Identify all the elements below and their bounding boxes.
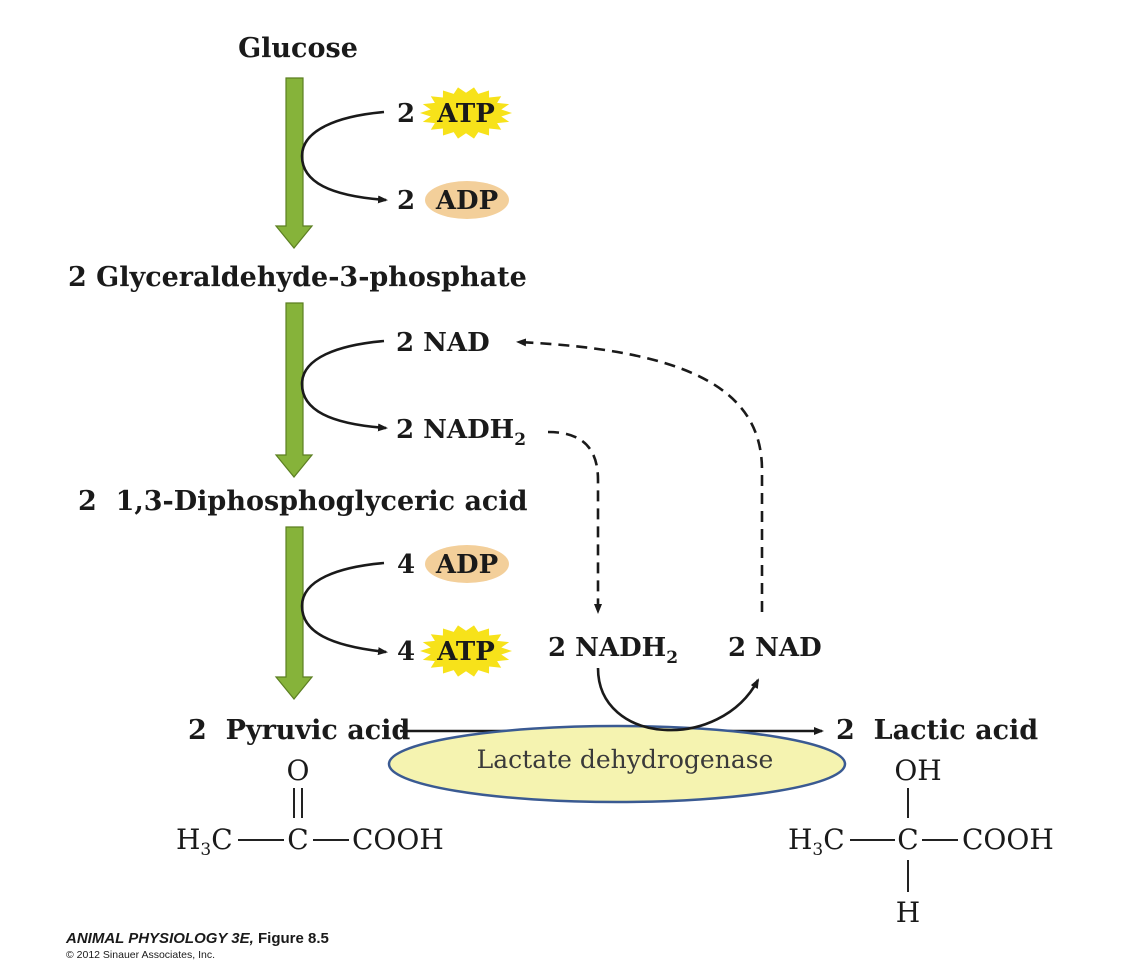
nadh-label-step2: 2 NADH2 bbox=[396, 415, 526, 450]
nad-label-step2: 2 NAD bbox=[396, 328, 490, 358]
dashed-arrow-nad bbox=[516, 338, 764, 612]
lactate-carbon: C bbox=[897, 823, 918, 856]
green-arrow-2 bbox=[274, 302, 314, 478]
atp-burst-2 bbox=[420, 625, 512, 677]
figure-credit: ANIMAL PHYSIOLOGY 3E, Figure 8.5 © 2012 … bbox=[66, 930, 329, 961]
adp-oval-2 bbox=[425, 545, 509, 583]
green-arrow-1 bbox=[274, 77, 314, 249]
lactate-dehydrogenase-ellipse bbox=[387, 724, 847, 804]
nadh-label-ldh: 2 NADH2 bbox=[548, 633, 678, 668]
lactate-structure: OH H3C C COOH H bbox=[788, 754, 1054, 929]
pyruvate-carboxyl: COOH bbox=[352, 823, 444, 856]
curved-arrow-3 bbox=[300, 561, 388, 656]
nad-label-ldh: 2 NAD bbox=[728, 633, 822, 663]
atp-label-2: ATP bbox=[436, 637, 495, 667]
curved-arrow-1 bbox=[300, 110, 388, 204]
adp-label-2: ADP bbox=[435, 550, 498, 580]
pyruvic-acid-label: 2 Pyruvic acid bbox=[188, 715, 410, 746]
atp-label-1: ATP bbox=[436, 99, 495, 129]
lactate-carboxyl: COOH bbox=[962, 823, 1054, 856]
ldh-cofactor-arc bbox=[596, 667, 760, 732]
glucose-label: Glucose bbox=[238, 33, 358, 64]
atp-count-1: 2 bbox=[397, 99, 415, 129]
dpg-label: 2 1,3-Diphosphoglyceric acid bbox=[78, 486, 528, 517]
g3p-label: 2 Glyceraldehyde-3-phosphate bbox=[68, 262, 527, 293]
pyruvate-carbon: C bbox=[287, 823, 308, 856]
copyright-notice: © 2012 Sinauer Associates, Inc. bbox=[66, 949, 215, 961]
lactic-acid-label: 2 Lactic acid bbox=[836, 715, 1038, 746]
dashed-arrow-nadh bbox=[547, 430, 602, 614]
pyruvate-oxygen: O bbox=[287, 754, 310, 787]
lactate-hydrogen: H bbox=[896, 896, 920, 929]
lactate-methyl: H3C bbox=[788, 823, 845, 860]
atp-burst-1 bbox=[420, 87, 512, 139]
pyruvate-methyl: H3C bbox=[176, 823, 233, 860]
pathway-arrows bbox=[274, 77, 314, 700]
atp-count-2: 4 bbox=[397, 637, 415, 667]
green-arrow-3 bbox=[274, 526, 314, 700]
adp-count-2: 4 bbox=[397, 550, 415, 580]
lactate-hydroxyl: OH bbox=[894, 754, 941, 787]
curved-arrow-2 bbox=[300, 339, 388, 432]
adp-oval-1 bbox=[425, 181, 509, 219]
pyruvate-structure: O H3C C COOH bbox=[176, 754, 444, 860]
figure-citation: ANIMAL PHYSIOLOGY 3E, Figure 8.5 bbox=[66, 930, 329, 947]
enzyme-label: Lactate dehydrogenase bbox=[477, 745, 774, 774]
adp-count-1: 2 bbox=[397, 186, 415, 216]
adp-label-1: ADP bbox=[435, 186, 498, 216]
